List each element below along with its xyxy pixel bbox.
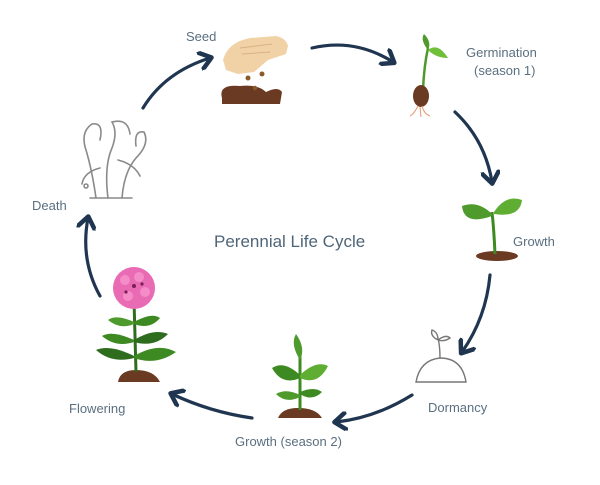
stage-label-dormancy: Dormancy [428, 400, 488, 415]
stage-label-flowering: Flowering [69, 401, 126, 416]
withered-plant-icon [81, 120, 147, 199]
seed-hand-icon [221, 36, 288, 104]
stage-label-germination: Germination [466, 45, 537, 60]
dormant-mound-icon [415, 329, 467, 383]
arrow-growth-to-dormancy [462, 273, 492, 352]
stage-label-germination-season: (season 1) [474, 63, 536, 78]
arrow-dormancy-to-growth2 [336, 393, 414, 422]
stage-label-seed: Seed [186, 29, 217, 44]
sprouting-seed-icon [409, 34, 448, 118]
seedling-icon [462, 198, 522, 261]
stage-label-growth-season-2: Growth (season 2) [235, 434, 342, 449]
young-plant-icon [272, 334, 328, 418]
arrow-death-to-seed [141, 58, 210, 110]
arrow-flowering-to-death [86, 218, 102, 298]
flowering-plant-icon [96, 267, 176, 382]
diagram-title: Perennial Life Cycle [214, 232, 366, 251]
arrow-germination-to-growth [453, 110, 492, 182]
arrow-seed-to-germination [310, 43, 393, 62]
stage-label-growth: Growth [513, 234, 555, 249]
arrow-growth2-to-flowering [172, 394, 254, 420]
stage-label-death: Death [32, 198, 67, 213]
